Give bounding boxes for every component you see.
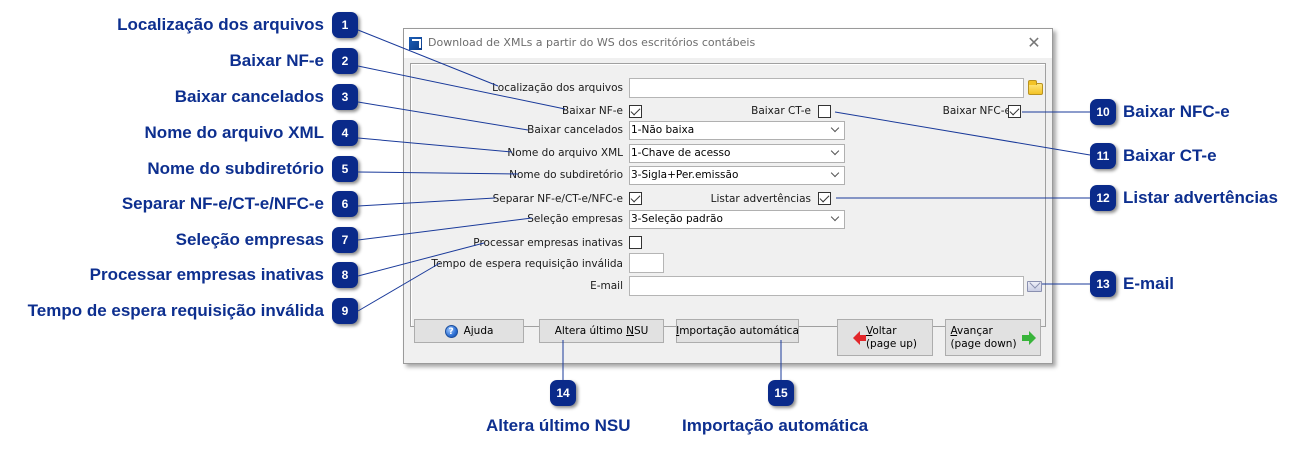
callout-label-nome-arquivo: Nome do arquivo XML [144, 123, 324, 142]
chevron-down-icon [830, 146, 840, 156]
window-title: Download de XMLs a partir do WS dos escr… [428, 36, 756, 49]
selecao-empresas-select[interactable]: 3-Seleção padrão [629, 210, 845, 229]
email-label: E-mail [590, 280, 623, 292]
arrow-right-icon [1021, 330, 1036, 345]
baixar-cte-checkbox[interactable] [818, 105, 831, 118]
callout-badge-11: 11 [1090, 143, 1116, 169]
nome-subdiretorio-select[interactable]: 3-Sigla+Per.emissão [629, 166, 845, 185]
baixar-cte-label: Baixar CT-e [751, 105, 811, 117]
voltar-label: Voltar(page up) [865, 324, 918, 350]
baixar-nfe-checkbox[interactable] [629, 105, 642, 118]
baixar-nfce-checkbox[interactable] [1008, 105, 1021, 118]
download-xml-dialog: Download de XMLs a partir do WS dos escr… [403, 28, 1053, 364]
callout-badge-14: 14 [550, 380, 576, 406]
callout-badge-6: 6 [332, 191, 358, 217]
nome-subdiretorio-value: 3-Sigla+Per.emissão [631, 169, 739, 181]
localizacao-label: Localização dos arquivos [492, 82, 623, 94]
callout-badge-13: 13 [1090, 271, 1116, 297]
callout-label-baixar-cancelados: Baixar cancelados [174, 87, 324, 106]
altera-nsu-label: Altera último NSU [554, 325, 649, 337]
importacao-label: Importação automática [676, 325, 799, 337]
callout-badge-8: 8 [332, 262, 358, 288]
callout-label-altera-nsu: Altera último NSU [486, 416, 631, 435]
importacao-automatica-button[interactable]: Importação automática [676, 319, 799, 343]
arrow-left-icon [852, 330, 866, 345]
avancar-label: Avançar(page down) [950, 324, 1017, 350]
avancar-button[interactable]: Avançar(page down) [945, 319, 1041, 356]
baixar-nfe-label: Baixar NF-e [561, 105, 623, 117]
localizacao-input[interactable] [629, 78, 1024, 98]
processar-inativas-checkbox[interactable] [629, 236, 642, 249]
callout-badge-4: 4 [332, 120, 358, 146]
voltar-button[interactable]: Voltar(page up) [837, 319, 933, 356]
envelope-icon[interactable] [1027, 281, 1042, 292]
nome-subdiretorio-label: Nome do subdiretório [509, 169, 623, 181]
callout-label-selecao-empresas: Seleção empresas [175, 230, 324, 249]
nome-arquivo-label: Nome do arquivo XML [507, 147, 623, 159]
baixar-cancelados-label: Baixar cancelados [527, 124, 623, 136]
folder-browse-icon[interactable] [1028, 80, 1043, 95]
nome-arquivo-value: 1-Chave de acesso [631, 147, 731, 159]
help-icon: ? [444, 324, 458, 338]
baixar-nfce-label: Baixar NFC-e [942, 105, 1011, 117]
ajuda-button[interactable]: ? Ajuda [414, 319, 524, 343]
callout-badge-2: 2 [332, 48, 358, 74]
separar-checkbox[interactable] [629, 192, 642, 205]
callout-badge-7: 7 [332, 227, 358, 253]
callout-badge-10: 10 [1090, 99, 1116, 125]
baixar-cancelados-value: 1-Não baixa [631, 124, 695, 136]
processar-inativas-label: Processar empresas inativas [473, 237, 623, 249]
separar-label: Separar NF-e/CT-e/NFC-e [492, 193, 623, 205]
selecao-empresas-value: 3-Seleção padrão [631, 213, 723, 225]
callout-badge-12: 12 [1090, 185, 1116, 211]
callout-badge-15: 15 [768, 380, 794, 406]
callout-label-nome-subdiretorio: Nome do subdiretório [147, 159, 324, 178]
title-bar[interactable]: Download de XMLs a partir do WS dos escr… [404, 29, 1052, 58]
callout-label-listar-advertencias: Listar advertências [1123, 188, 1278, 207]
chevron-down-icon [830, 212, 840, 222]
baixar-cancelados-select[interactable]: 1-Não baixa [629, 121, 845, 140]
callout-label-tempo-espera: Tempo de espera requisição inválida [27, 301, 324, 320]
callout-label-email: E-mail [1123, 274, 1175, 293]
nome-arquivo-select[interactable]: 1-Chave de acesso [629, 144, 845, 163]
callout-label-baixar-nfce: Baixar NFC-e [1123, 102, 1230, 121]
chevron-down-icon [830, 123, 840, 133]
callout-label-separar: Separar NF-e/CT-e/NFC-e [121, 194, 324, 213]
callout-badge-3: 3 [332, 84, 358, 110]
close-button[interactable]: ✕ [1027, 33, 1041, 52]
callout-label-importacao: Importação automática [682, 416, 869, 435]
listar-advertencias-label: Listar advertências [710, 193, 811, 205]
callout-label-baixar-cte: Baixar CT-e [1123, 146, 1217, 165]
callout-label-processar-inativas: Processar empresas inativas [89, 265, 324, 284]
tempo-espera-input[interactable] [629, 253, 664, 273]
app-icon [409, 37, 422, 50]
callout-badge-9: 9 [332, 298, 358, 324]
chevron-down-icon [830, 168, 840, 178]
callout-badge-5: 5 [332, 156, 358, 182]
listar-advertencias-checkbox[interactable] [818, 192, 831, 205]
selecao-empresas-label: Seleção empresas [527, 213, 623, 225]
callout-badge-1: 1 [332, 12, 358, 38]
tempo-espera-label: Tempo de espera requisição inválida [431, 258, 623, 270]
callout-label-baixar-nfe: Baixar NF-e [229, 51, 324, 70]
callout-label-localizacao: Localização dos arquivos [117, 15, 324, 34]
ajuda-label: Ajuda [463, 325, 494, 337]
email-input[interactable] [629, 276, 1024, 296]
altera-ultimo-nsu-button[interactable]: Altera último NSU [539, 319, 664, 343]
